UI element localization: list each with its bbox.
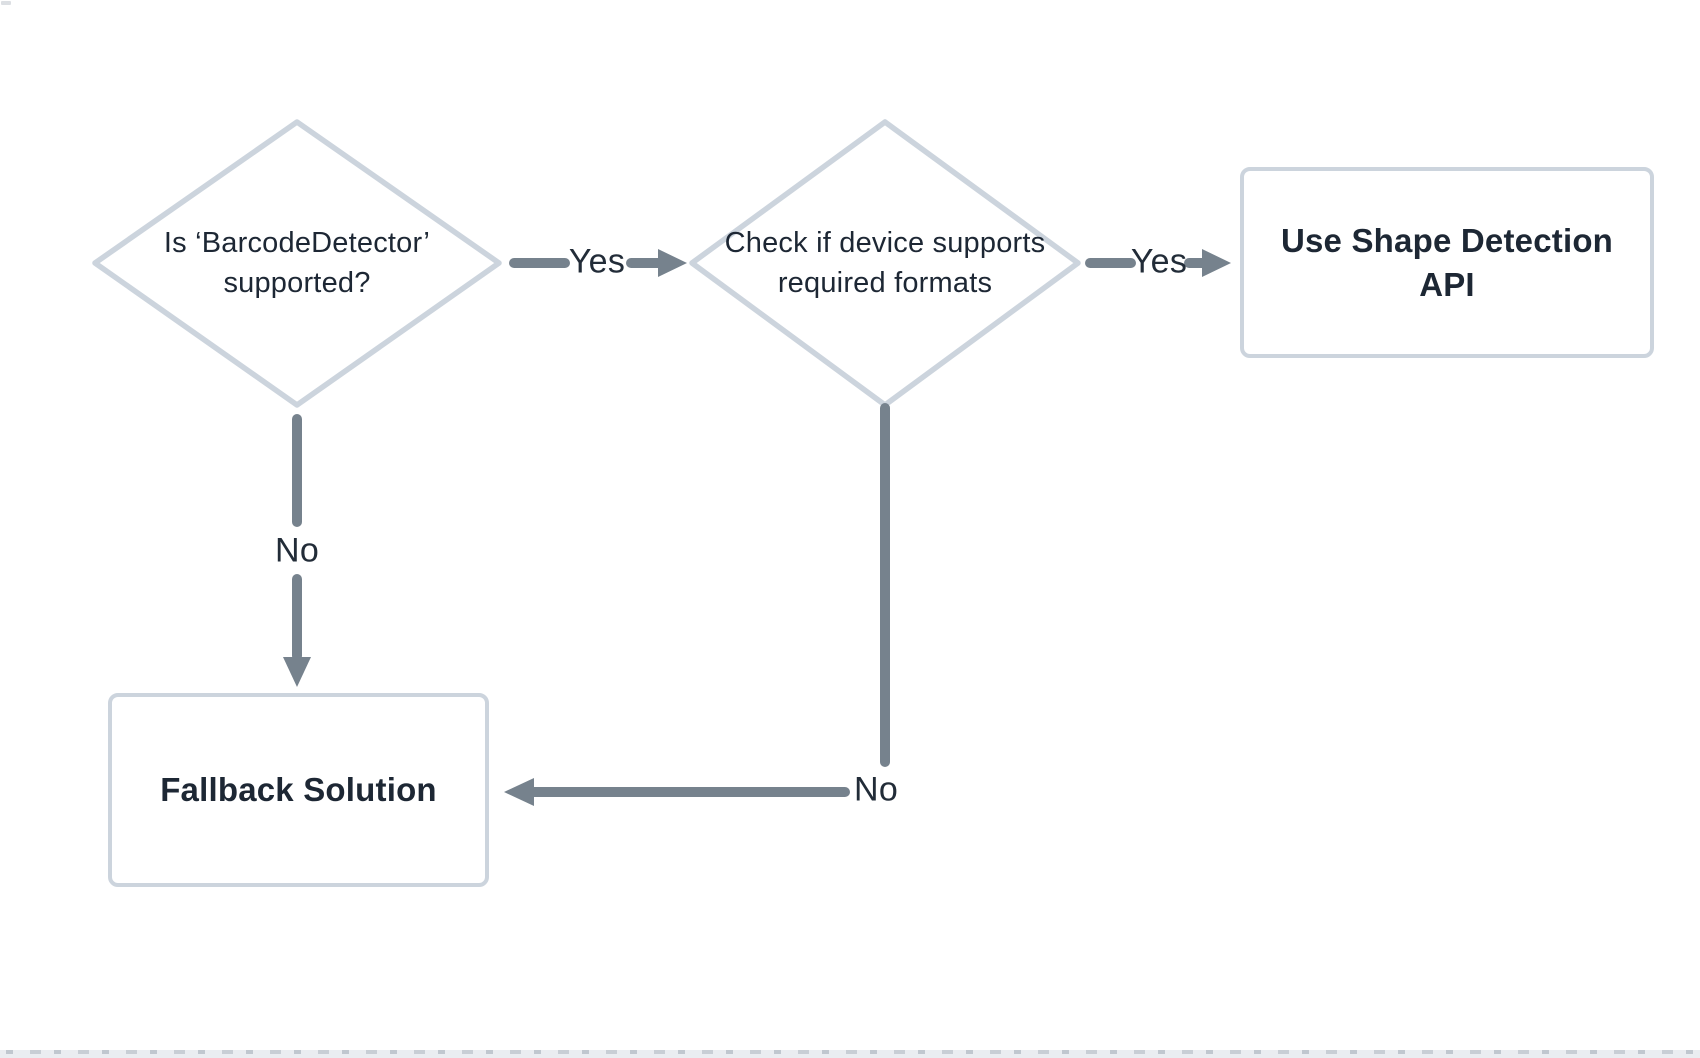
edge-yes-to-formats-check [509,249,687,277]
edge-yes-to-shape-detection [1085,249,1231,277]
edge-no-to-fallback-elbow [504,403,890,806]
clipped-bottom-strip [0,1050,1700,1058]
process-node-shape-detection: Use Shape Detection API [1240,167,1654,358]
clipped-corner-artifact [1,1,11,5]
process-node-fallback: Fallback Solution [108,693,489,887]
edge-label-no-1: No [274,531,320,570]
decision-label-barcode-supported: Is ‘BarcodeDetector’ supported? [163,227,431,299]
edge-label-yes-1: Yes [568,242,626,281]
edge-label-yes-2: Yes [1130,242,1188,281]
decision-diamond-barcode-supported [92,119,502,408]
process-label-shape-detection: Use Shape Detection API [1280,221,1614,303]
edge-no-to-fallback-vertical [283,414,311,687]
decision-diamond-formats-supported [689,119,1081,408]
decision-label-formats-supported: Check if device supports required format… [724,227,1046,299]
edge-label-no-2: No [853,770,899,809]
process-label-fallback: Fallback Solution [160,771,437,808]
